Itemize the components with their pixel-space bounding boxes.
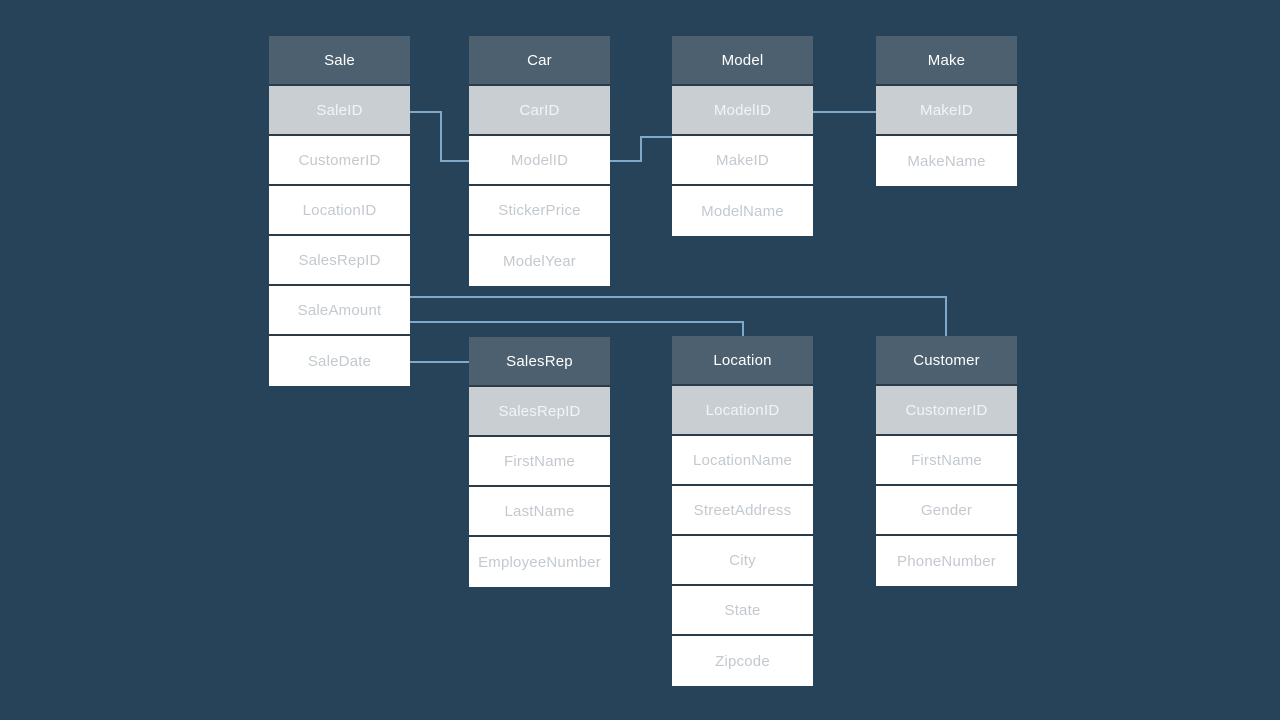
primary-key-field-sale-saleid[interactable]: SaleID	[269, 86, 410, 136]
field-salesrep-firstname[interactable]: FirstName	[469, 437, 610, 487]
entity-header-make: Make	[876, 36, 1017, 86]
field-salesrep-employeenumber[interactable]: EmployeeNumber	[469, 537, 610, 587]
field-location-state[interactable]: State	[672, 586, 813, 636]
entity-header-salesrep: SalesRep	[469, 337, 610, 387]
primary-key-field-customer-customerid[interactable]: CustomerID	[876, 386, 1017, 436]
entity-header-location: Location	[672, 336, 813, 386]
primary-key-field-make-makeid[interactable]: MakeID	[876, 86, 1017, 136]
field-salesrep-lastname[interactable]: LastName	[469, 487, 610, 537]
field-sale-saleamount[interactable]: SaleAmount	[269, 286, 410, 336]
field-customer-firstname[interactable]: FirstName	[876, 436, 1017, 486]
primary-key-field-location-locationid[interactable]: LocationID	[672, 386, 813, 436]
relationship-line-sale-car	[410, 111, 469, 162]
relationship-line-car-model	[610, 136, 672, 162]
field-sale-salesrepid[interactable]: SalesRepID	[269, 236, 410, 286]
relationship-line-sale-customer	[410, 296, 947, 337]
field-location-locationname[interactable]: LocationName	[672, 436, 813, 486]
field-sale-customerid[interactable]: CustomerID	[269, 136, 410, 186]
field-location-streetaddress[interactable]: StreetAddress	[672, 486, 813, 536]
field-model-modelname[interactable]: ModelName	[672, 186, 813, 236]
entity-header-car: Car	[469, 36, 610, 86]
primary-key-field-salesrep-salesrepid[interactable]: SalesRepID	[469, 387, 610, 437]
field-car-modelid[interactable]: ModelID	[469, 136, 610, 186]
field-location-city[interactable]: City	[672, 536, 813, 586]
field-customer-gender[interactable]: Gender	[876, 486, 1017, 536]
primary-key-field-model-modelid[interactable]: ModelID	[672, 86, 813, 136]
field-car-stickerprice[interactable]: StickerPrice	[469, 186, 610, 236]
entity-header-customer: Customer	[876, 336, 1017, 386]
field-sale-locationid[interactable]: LocationID	[269, 186, 410, 236]
field-location-zipcode[interactable]: Zipcode	[672, 636, 813, 686]
field-customer-phonenumber[interactable]: PhoneNumber	[876, 536, 1017, 586]
field-car-modelyear[interactable]: ModelYear	[469, 236, 610, 286]
relationship-line-sale-location	[410, 321, 744, 337]
field-model-makeid[interactable]: MakeID	[672, 136, 813, 186]
entity-header-model: Model	[672, 36, 813, 86]
field-sale-saledate[interactable]: SaleDate	[269, 336, 410, 386]
field-make-makename[interactable]: MakeName	[876, 136, 1017, 186]
entity-header-sale: Sale	[269, 36, 410, 86]
primary-key-field-car-carid[interactable]: CarID	[469, 86, 610, 136]
